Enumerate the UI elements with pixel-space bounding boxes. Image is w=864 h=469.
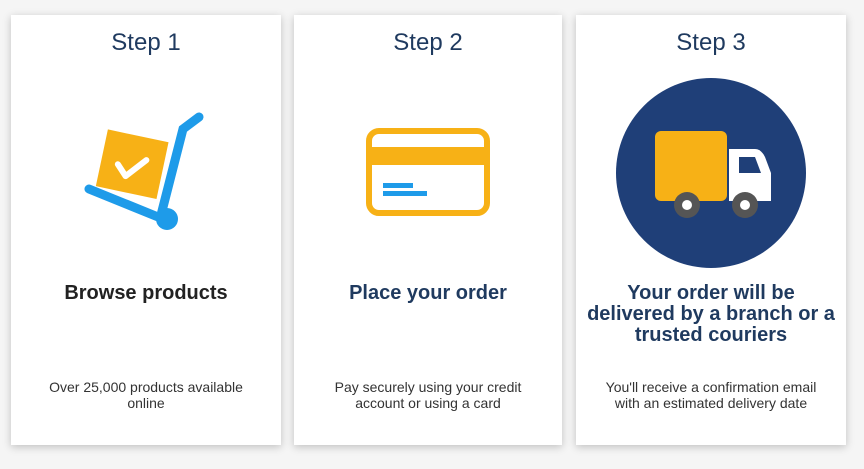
step-card-browse: Step 1 Browse products Over 25,000 produ… xyxy=(11,15,281,445)
step-card-order: Step 2 Place your order Pay securely usi… xyxy=(294,15,562,445)
delivery-truck-icon xyxy=(615,77,807,269)
step-label: Step 1 xyxy=(111,29,181,56)
step-headline: Your order will be delivered by a branch… xyxy=(587,282,835,346)
credit-card-icon xyxy=(365,127,491,217)
step-label: Step 2 xyxy=(393,29,463,56)
step-headline: Place your order xyxy=(349,282,507,304)
step-description: Over 25,000 products available online xyxy=(49,379,243,411)
hand-truck-box-icon xyxy=(81,109,211,239)
step-description: Pay securely using your credit account o… xyxy=(334,379,522,411)
step-label: Step 3 xyxy=(676,29,746,56)
step-description: You'll receive a confirmation email with… xyxy=(605,379,817,411)
step-headline: Browse products xyxy=(64,282,228,304)
step-card-delivery: Step 3 Your order will be delivered by a… xyxy=(576,15,846,445)
